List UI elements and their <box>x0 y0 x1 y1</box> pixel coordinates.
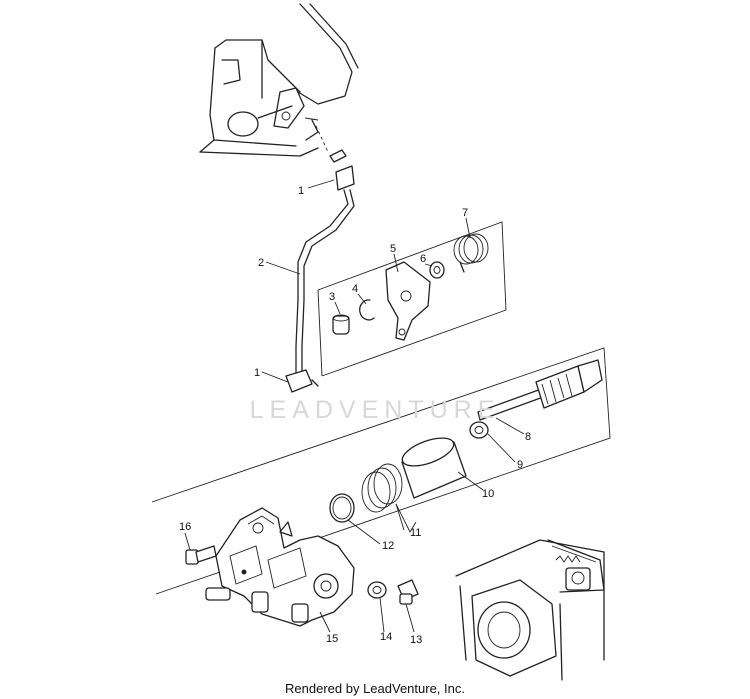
part-6-washer <box>429 261 445 279</box>
part-16-bolt <box>185 545 217 565</box>
part-5-bracket <box>385 261 431 341</box>
part-9-washer <box>469 421 489 439</box>
callout-6: 6 <box>420 253 426 265</box>
part-15-oil-pump <box>205 507 355 627</box>
callout-7: 7 <box>462 207 468 219</box>
callout-16: 16 <box>179 521 191 533</box>
part-3-bushing <box>332 314 350 335</box>
mounting-box-middle <box>151 347 611 595</box>
oil-line-assembly <box>285 125 355 393</box>
part-4-clip <box>359 299 375 321</box>
callout-11: 11 <box>410 527 421 539</box>
part-7-spring <box>453 233 489 273</box>
callout-12: 12 <box>382 540 394 552</box>
part-11-springs <box>361 463 403 513</box>
callout-14: 14 <box>380 631 392 643</box>
callout-1-upper: 1 <box>298 185 304 197</box>
part-14-washer <box>367 581 387 599</box>
part-10-sleeve <box>401 437 467 499</box>
callout-1-lower: 1 <box>254 367 260 379</box>
crankcase-casting <box>455 539 605 681</box>
callout-15: 15 <box>326 633 338 645</box>
callout-10: 10 <box>482 488 494 500</box>
leader-lines <box>184 179 525 633</box>
part-8-drive-shaft <box>477 359 603 421</box>
mounting-box-upper <box>317 221 507 377</box>
callout-9: 9 <box>517 459 523 471</box>
callout-13: 13 <box>410 634 422 646</box>
part-13-fitting <box>397 579 419 605</box>
footer-credit: Rendered by LeadVenture, Inc. <box>285 681 465 696</box>
callout-4: 4 <box>352 283 358 295</box>
engine-casting-top <box>199 3 359 157</box>
callout-8: 8 <box>525 431 531 443</box>
callout-3: 3 <box>329 291 335 303</box>
callout-2: 2 <box>258 257 264 269</box>
callout-5: 5 <box>390 243 396 255</box>
callout-labels: 1 2 1 3 4 5 6 7 8 9 10 11 12 13 14 15 16 <box>179 185 531 646</box>
part-12-o-ring <box>329 493 355 523</box>
